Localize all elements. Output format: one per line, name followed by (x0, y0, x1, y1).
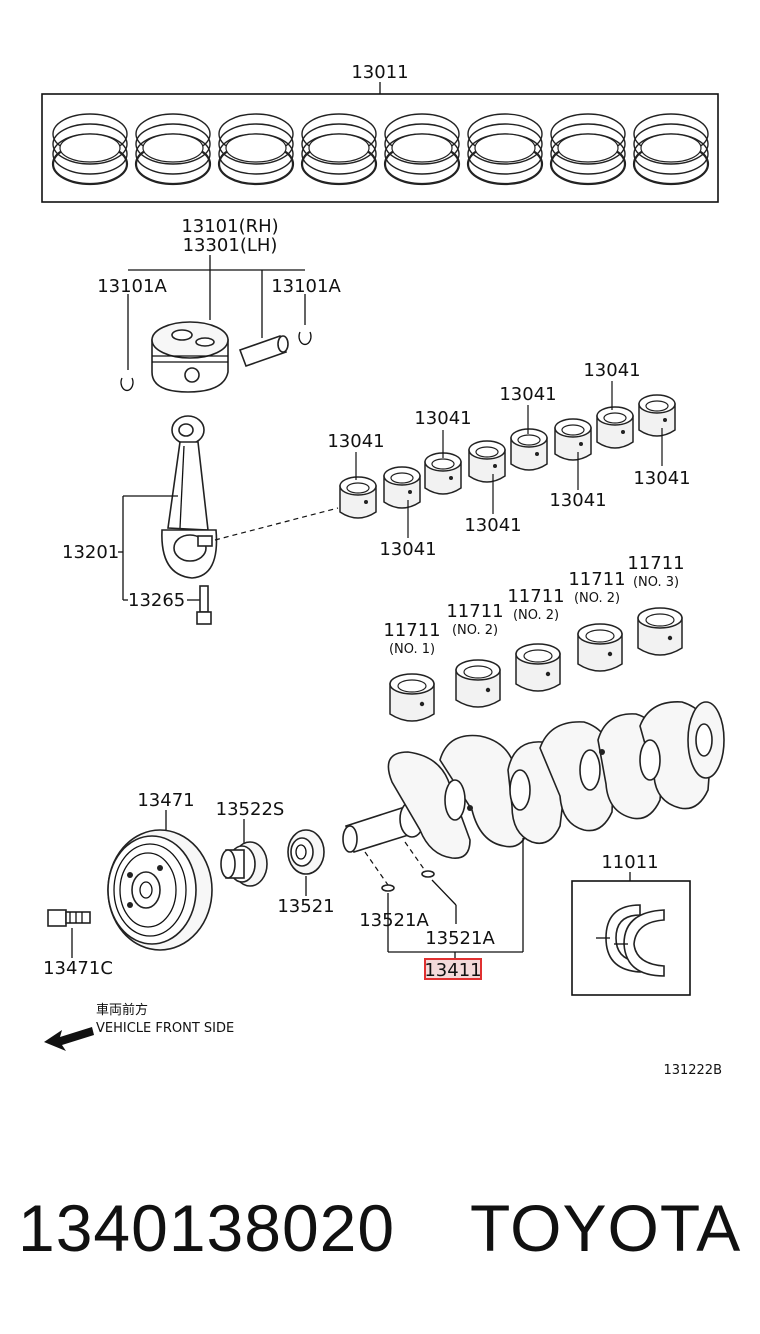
crankshaft (342, 701, 725, 859)
rod-bearing-shell (510, 428, 548, 471)
ring-set-box (41, 93, 719, 203)
snap-ring-left-label[interactable]: 13101A (97, 276, 167, 297)
piston-lh-label[interactable]: 13301(LH) (183, 235, 278, 256)
rod-bearings-group (339, 381, 676, 538)
piston-group: 13101(RH) 13301(LH) 13101A 13101A (97, 216, 341, 393)
piston-rings (51, 113, 710, 186)
key-a-label[interactable]: 13521A (359, 910, 429, 931)
main-bearing-no1-sub: (NO. 1) (389, 642, 435, 657)
snap-ring-right (298, 331, 312, 345)
rod-bearing-shell (596, 406, 634, 449)
snap-ring-right-label[interactable]: 13101A (271, 276, 341, 297)
direction-jp-text: 車両前方 (96, 1002, 148, 1018)
connecting-rod-label[interactable]: 13201 (62, 542, 119, 563)
main-bearing-no1-label[interactable]: 11711 (383, 620, 440, 641)
pulley-bolt-label[interactable]: 13471C (43, 958, 113, 979)
rod-bearing-label-6[interactable]: 13041 (549, 490, 606, 511)
connecting-rod (161, 415, 218, 579)
part-number: 1340138020 (18, 1191, 396, 1265)
vehicle-direction: 車両前方 VEHICLE FRONT SIDE (44, 1002, 234, 1051)
sprocket (287, 829, 325, 875)
sprocket-group: 13522S 13521 (216, 799, 335, 917)
sprocket-label[interactable]: 13521 (277, 896, 334, 917)
crank-pulley (107, 829, 213, 951)
rod-bearing-shell (383, 466, 421, 509)
main-bearing-no3-sub: (NO. 3) (633, 575, 679, 590)
main-bearing-shell (637, 607, 683, 656)
exploded-parts-diagram: 13011 13101(RH) 13301(LH) 13101A 13101A (41, 62, 725, 1078)
rod-bearing-shell (468, 440, 506, 483)
main-bearing-shell (389, 673, 435, 722)
crank-pulley-group: 13471 13471C (43, 790, 213, 979)
snap-ring-left (120, 377, 134, 391)
sprocket-s (220, 841, 268, 887)
piston-rh-label[interactable]: 13101(RH) (181, 216, 278, 237)
rod-bearing-shell (424, 452, 462, 495)
main-bearing-no2a-label[interactable]: 11711 (446, 601, 503, 622)
main-bearing-shell (455, 659, 501, 708)
main-bearing-no2b-label[interactable]: 11711 (507, 586, 564, 607)
rod-bearing-shell (339, 476, 377, 519)
rod-bearing-label-4[interactable]: 13041 (464, 515, 521, 536)
rod-bolt-label[interactable]: 13265 (128, 590, 185, 611)
sprocket-s-label[interactable]: 13522S (216, 799, 285, 820)
ring-set-label[interactable]: 13011 (351, 62, 408, 83)
piston-ring-set (466, 113, 544, 186)
key-a (381, 884, 395, 892)
rod-bearing-shell (554, 418, 592, 461)
main-bearing-no2c-sub: (NO. 2) (574, 591, 620, 606)
main-bearing-no2b-sub: (NO. 2) (513, 608, 559, 623)
main-bearing-no2c-label[interactable]: 11711 (568, 569, 625, 590)
piston-ring-set (632, 113, 710, 186)
rod-bearing-label-3[interactable]: 13041 (414, 408, 471, 429)
rod-bolt (196, 585, 212, 625)
brand-name: TOYOTA (470, 1191, 742, 1265)
piston-ring-set (549, 113, 627, 186)
main-bearings-group (389, 607, 683, 722)
main-bearing-no3-label[interactable]: 11711 (627, 553, 684, 574)
piston-ring-set (134, 113, 212, 186)
key-b (421, 870, 435, 878)
main-bearing-shell (577, 623, 623, 672)
crankshaft-highlight (424, 958, 482, 980)
pulley-bolt (47, 909, 91, 927)
piston-pin (238, 334, 289, 368)
diagram-code: 131222B (663, 1063, 722, 1078)
rod-bearing-label-2[interactable]: 13041 (379, 539, 436, 560)
pulley-label[interactable]: 13471 (137, 790, 194, 811)
front-arrow-icon (44, 1027, 94, 1051)
direction-en-text: VEHICLE FRONT SIDE (96, 1021, 234, 1036)
thrust-washer-group: 11011 (571, 852, 691, 996)
main-bearing-shell (515, 643, 561, 692)
key-b-label[interactable]: 13521A (425, 928, 495, 949)
rod-bearing-label-5[interactable]: 13041 (499, 384, 556, 405)
piston (151, 321, 229, 393)
rod-bearing-label-8[interactable]: 13041 (633, 468, 690, 489)
rod-bearing-label-7[interactable]: 13041 (583, 360, 640, 381)
crankshaft-label[interactable]: 13411 (424, 960, 481, 981)
thrust-washer-label[interactable]: 11011 (601, 852, 658, 873)
piston-ring-set (383, 113, 461, 186)
rod-bearing-label-1[interactable]: 13041 (327, 431, 384, 452)
piston-ring-set (51, 113, 129, 186)
piston-ring-set (300, 113, 378, 186)
piston-ring-set (217, 113, 295, 186)
connecting-rod-group: 13201 13265 (62, 415, 339, 625)
main-bearing-no2a-sub: (NO. 2) (452, 623, 498, 638)
thrust-washer-box (571, 880, 691, 996)
thrust-washer (596, 904, 665, 977)
rod-bearing-shell (638, 394, 676, 437)
ring-set-group: 13011 (41, 62, 719, 203)
